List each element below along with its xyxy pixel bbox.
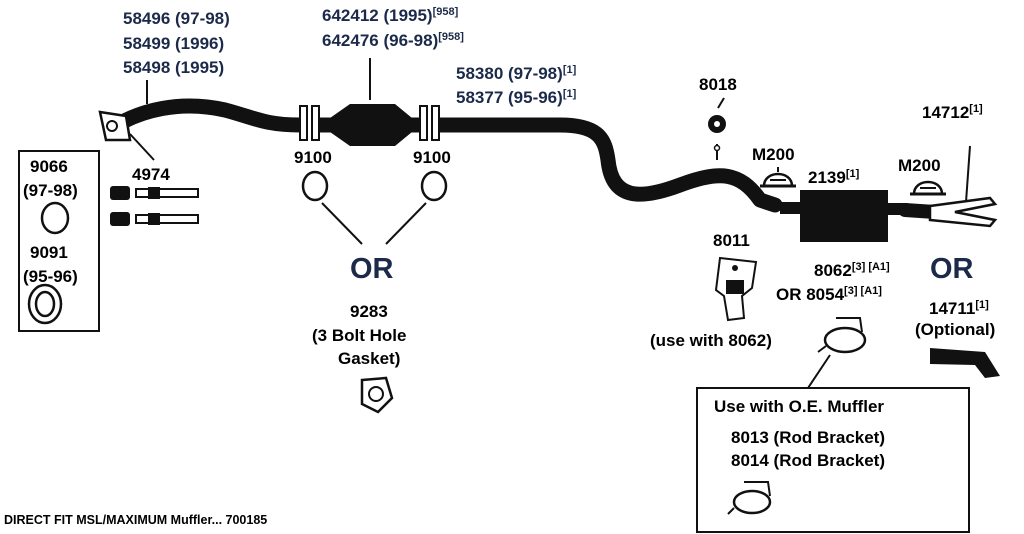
label-optional-tail: 14711[1] (Optional): [915, 299, 995, 339]
svg-text:58499 (1996): 58499 (1996): [123, 34, 224, 53]
label-intermediate-pipe: 58380 (97-98)[1] 58377 (95-96)[1]: [456, 64, 577, 107]
ring-9091-icon: [27, 283, 63, 325]
label-or-center: OR: [350, 253, 394, 285]
svg-text:9091: 9091: [30, 243, 68, 262]
spring-box: [18, 150, 100, 332]
bolt-kit-icon: [110, 186, 199, 226]
clamp-right-icon: [910, 180, 946, 196]
hanger-8062-icon: [817, 317, 867, 354]
catalytic-converter: [330, 104, 412, 146]
ring-9066-icon: [40, 201, 70, 235]
gasket-3bolt-icon: [360, 376, 394, 414]
svg-text:OR 8054[3] [A1]: OR 8054[3] [A1]: [776, 285, 882, 304]
svg-text:58380 (97-98)[1]: 58380 (97-98)[1]: [456, 64, 577, 83]
svg-text:(95-96): (95-96): [23, 267, 78, 286]
label-8062: 8062[3] [A1] OR 8054[3] [A1]: [776, 261, 890, 304]
svg-text:Gasket): Gasket): [338, 349, 400, 368]
muffler: [780, 190, 908, 242]
svg-text:(97-98): (97-98): [23, 181, 78, 200]
svg-text:58377 (95-96)[1]: 58377 (95-96)[1]: [456, 88, 577, 107]
hanger-8011-icon: [714, 256, 758, 322]
svg-text:14711[1]: 14711[1]: [929, 299, 989, 318]
svg-text:Use with O.E. Muffler: Use with O.E. Muffler: [714, 397, 884, 416]
label-front-pipe: 58496 (97-98) 58499 (1996) 58498 (1995): [123, 9, 230, 77]
gasket-9100-left-icon: [301, 170, 329, 202]
front-flange: [98, 110, 132, 142]
converter-flanges: [299, 105, 440, 141]
oe-muffler-box: [696, 387, 970, 533]
svg-text:8014 (Rod Bracket): 8014 (Rod Bracket): [731, 451, 885, 470]
svg-text:9283: 9283: [350, 302, 388, 321]
svg-text:8062[3] [A1]: 8062[3] [A1]: [814, 261, 890, 280]
footer-caption: DIRECT FIT MSL/MAXIMUM Muffler... 700185: [4, 513, 267, 527]
rod-bracket-icon: [727, 481, 772, 515]
or-connector-lines: [321, 202, 427, 245]
svg-text:9066: 9066: [30, 157, 68, 176]
gasket-9100-right-icon: [420, 170, 448, 202]
label-8018: 8018: [699, 75, 737, 94]
label-9100-left: 9100: [294, 148, 332, 167]
label-use-with: (use with 8062): [650, 331, 772, 350]
label-muffler: 2139[1]: [808, 168, 860, 187]
hanger-8018-icon: [708, 115, 726, 160]
clamp-left-icon: [760, 172, 796, 188]
label-gasket-3bolt: 9283 (3 Bolt Hole Gasket): [312, 302, 406, 368]
label-or-right: OR: [930, 253, 974, 285]
label-4974: 4974: [132, 165, 170, 184]
label-tailpipe: 14712[1]: [922, 103, 983, 122]
svg-text:58498 (1995): 58498 (1995): [123, 58, 224, 77]
svg-text:642412 (1995)[958]: 642412 (1995)[958]: [322, 6, 459, 25]
label-m200-left: M200: [752, 145, 795, 164]
svg-text:8013 (Rod Bracket): 8013 (Rod Bracket): [731, 428, 885, 447]
label-converter: 642412 (1995)[958] 642476 (96-98)[958]: [322, 6, 464, 50]
svg-text:58496 (97-98): 58496 (97-98): [123, 9, 230, 28]
svg-text:642476 (96-98)[958]: 642476 (96-98)[958]: [322, 31, 464, 50]
svg-text:(3 Bolt Hole: (3 Bolt Hole: [312, 326, 406, 345]
pointer-lines: [129, 58, 971, 389]
label-9100-right: 9100: [413, 148, 451, 167]
label-m200-right: M200: [898, 156, 941, 175]
tailpipe-tip: [928, 196, 998, 228]
optional-tailpipe: [930, 348, 1000, 378]
svg-text:(Optional): (Optional): [915, 320, 995, 339]
label-oe-box: Use with O.E. Muffler 8013 (Rod Bracket)…: [714, 397, 885, 470]
label-8011: 8011: [713, 231, 750, 250]
label-spring-box: 9066 (97-98) 9091 (95-96): [23, 157, 78, 286]
